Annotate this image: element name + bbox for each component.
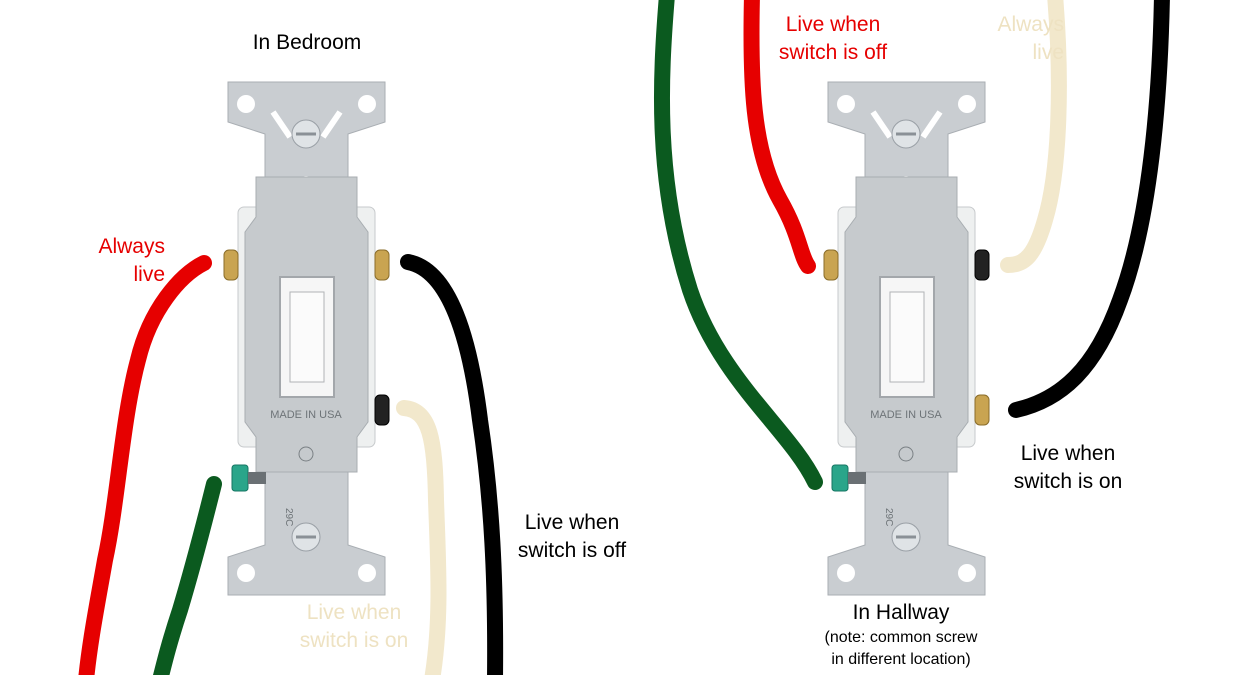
label-line: switch is on — [1013, 470, 1123, 493]
label-line: switch is on — [299, 629, 409, 652]
note-line: in different location) — [831, 651, 971, 668]
brass-screw-common — [223, 249, 239, 281]
label-line: live — [1032, 41, 1064, 64]
label-line: Always — [98, 235, 165, 258]
hallway-switch: MADE IN USA 29C — [823, 82, 990, 595]
bedroom-switch: MADE IN USA 29C — [223, 82, 390, 595]
note-line: (note: common screw — [824, 629, 978, 646]
bedroom-black-label: Live when switch is off — [518, 509, 626, 565]
hallway-cream-label: Always live — [960, 11, 1064, 67]
label-line: live — [133, 263, 165, 286]
model-code-text: 29C — [283, 508, 294, 526]
hallway-red-label: Live when switch is off — [779, 11, 887, 67]
hallway-note: (note: common screw in different locatio… — [825, 627, 978, 671]
bedroom-cream-label: Live when switch is on — [300, 599, 409, 655]
black-screw-traveler — [374, 394, 390, 426]
label-line: switch is off — [778, 41, 888, 64]
label-line: Always — [997, 13, 1064, 36]
brass-screw-traveler-2 — [974, 394, 990, 426]
label-line: Live when — [1020, 442, 1116, 465]
bedroom-green-wire — [153, 476, 222, 675]
label-line: Live when — [785, 13, 881, 36]
bedroom-red-label: Always live — [60, 233, 165, 289]
bedroom-title: In Bedroom — [252, 31, 362, 54]
hallway-black-label: Live when switch is on — [1014, 440, 1123, 496]
hallway-title: In Hallway — [852, 601, 950, 624]
made-in-usa-text: MADE IN USA — [270, 409, 342, 421]
hallway-red-wire — [743, 0, 816, 274]
hallway-cream-wire — [1000, 0, 1067, 273]
brass-screw-traveler — [823, 249, 839, 281]
model-code-text: 29C — [883, 508, 894, 526]
bedroom-black-wire — [400, 254, 504, 675]
hallway-black-wire — [1008, 0, 1170, 418]
label-line: switch is off — [517, 539, 627, 562]
made-in-usa-text: MADE IN USA — [870, 409, 942, 421]
brass-screw-traveler — [374, 249, 390, 281]
label-line: Live when — [306, 601, 402, 624]
black-screw-common — [974, 249, 990, 281]
bedroom-cream-wire — [396, 400, 447, 675]
label-line: Live when — [524, 511, 620, 534]
hallway-green-wire — [653, 0, 823, 490]
bedroom-red-wire — [78, 255, 212, 675]
